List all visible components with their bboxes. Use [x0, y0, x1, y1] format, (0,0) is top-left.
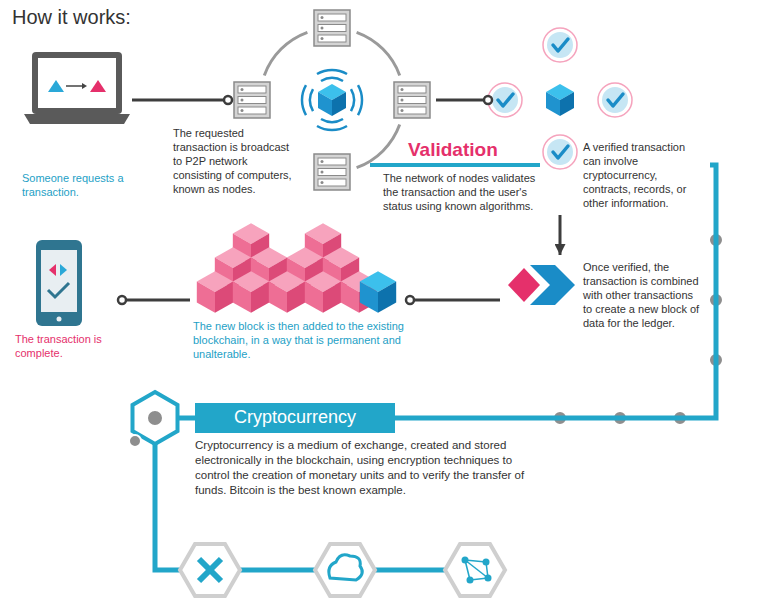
connector-line	[436, 99, 488, 102]
step-caption: A verified transaction can involve crypt…	[583, 141, 705, 211]
diagram-title: How it works:	[12, 6, 131, 29]
step-caption: The network of nodes validates the trans…	[383, 172, 538, 214]
crypto-icons	[180, 544, 505, 596]
laptop-icon	[24, 52, 130, 124]
step-caption: The new block is then added to the exist…	[193, 320, 408, 362]
step-node: Someone requests a transaction.	[22, 48, 132, 208]
blockchain-blocks	[197, 223, 396, 313]
validation-node: ValidationThe network of nodes validates…	[370, 136, 542, 232]
connector-line	[559, 215, 562, 255]
step-caption: The transaction is complete.	[15, 333, 115, 361]
block-node: The new block is then added to the exist…	[190, 240, 410, 380]
section-heading: Validation	[408, 139, 538, 162]
crypto-track	[129, 233, 723, 570]
connector-line	[122, 299, 190, 302]
info-panel: CryptocurrencyCryptocurrency is a medium…	[128, 390, 538, 515]
section-body: Cryptocurrency is a medium of exchange, …	[195, 438, 530, 498]
combine-icon	[508, 265, 575, 305]
connector-line	[132, 99, 228, 102]
verified-node: A verified transaction can involve crypt…	[488, 28, 710, 215]
step-caption: Someone requests a transaction.	[22, 172, 132, 200]
combine-node: Once verified, the transaction is combin…	[500, 255, 710, 355]
complete-node: The transaction is complete.	[12, 236, 122, 371]
phone-icon	[36, 240, 82, 326]
heading-underline	[370, 163, 540, 167]
step-caption: The requested transaction is broadcast t…	[173, 127, 293, 197]
connector-line	[410, 299, 500, 302]
step-caption: Once verified, the transaction is combin…	[583, 261, 705, 331]
section-heading: Cryptocurrency	[195, 403, 395, 433]
